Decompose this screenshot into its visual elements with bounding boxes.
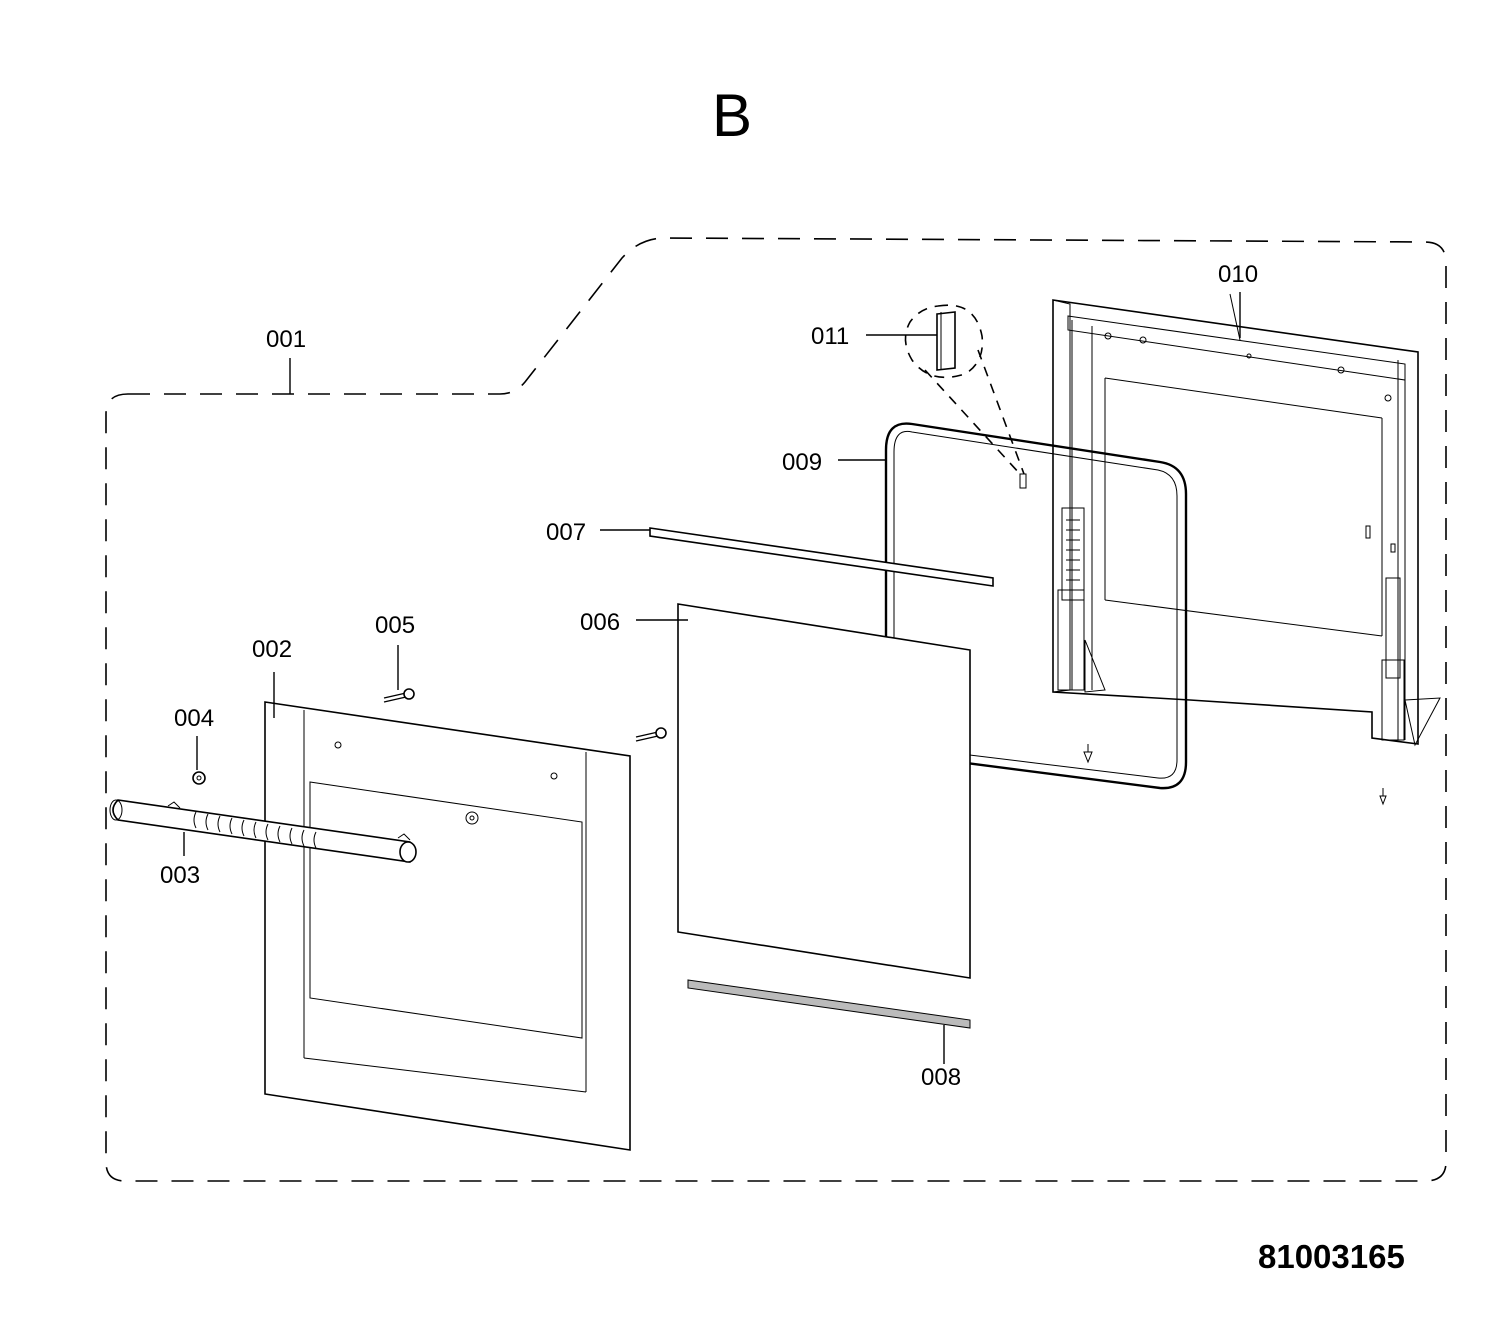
part-006-glass-panel — [677, 603, 971, 979]
section-label: B — [712, 82, 752, 149]
part-009-gasket — [884, 422, 1188, 790]
callout-008: 008 — [921, 1064, 961, 1091]
callout-005: 005 — [375, 612, 415, 639]
part-010-inner-frame — [1052, 293, 1441, 806]
callout-006: 006 — [580, 609, 620, 636]
callout-003: 003 — [160, 862, 200, 889]
drawing-number: 81003165 — [1258, 1238, 1405, 1275]
part-005-screw-2 — [635, 727, 667, 742]
leader-lines — [183, 292, 1241, 1064]
callout-004: 004 — [174, 705, 214, 732]
part-008-bottom-strip — [687, 979, 971, 1029]
callout-001: 001 — [266, 326, 306, 353]
callout-009: 009 — [782, 449, 822, 476]
part-011-clip-detail — [904, 304, 1025, 475]
callout-007: 007 — [546, 519, 586, 546]
callout-010: 010 — [1218, 261, 1258, 288]
part-004-washer — [192, 771, 206, 785]
part-003-handle — [109, 799, 417, 863]
part-007-top-strip — [649, 527, 994, 587]
part-005-screw — [383, 688, 415, 703]
callout-002: 002 — [252, 636, 292, 663]
assembly-boundary — [105, 237, 1447, 1182]
part-002-outer-door — [264, 701, 631, 1151]
callout-011: 011 — [811, 323, 849, 350]
